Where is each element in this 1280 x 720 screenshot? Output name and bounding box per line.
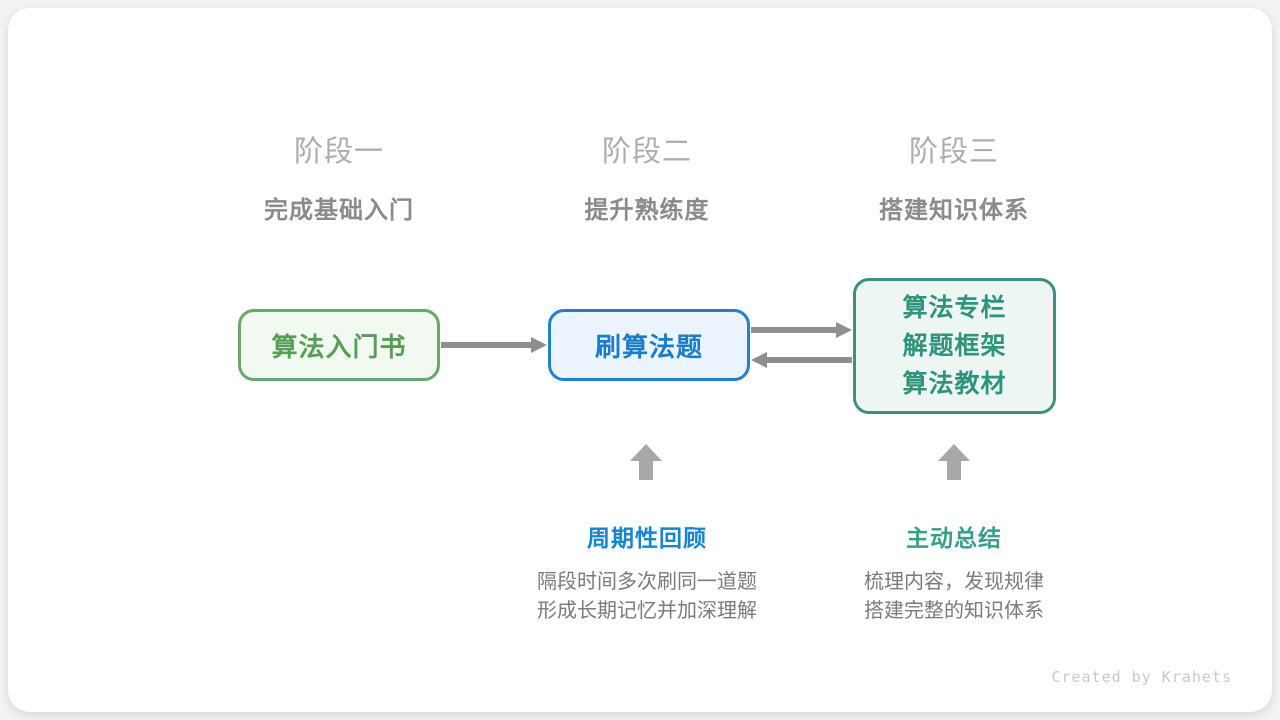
arrow-stem <box>947 461 961 480</box>
stage-3-header: 阶段三 搭建知识体系 <box>804 128 1104 225</box>
desc-line: 梳理内容，发现规律 <box>864 569 1044 593</box>
stage-2-subtitle: 提升熟练度 <box>584 196 710 224</box>
node-knowledge-line-3: 算法教材 <box>902 369 1007 398</box>
arrowhead-up-icon <box>938 444 970 461</box>
arrowhead-up-icon <box>630 444 662 461</box>
stage-3-subtitle: 搭建知识体系 <box>879 196 1029 224</box>
node-intro-book-label: 算法入门书 <box>271 332 407 363</box>
arrow-shaft <box>751 327 836 333</box>
node-knowledge-resources: 算法专栏 解题框架 算法教材 <box>853 278 1056 414</box>
node-practice-problems-label: 刷算法题 <box>594 332 703 363</box>
arrow-shaft <box>767 357 852 363</box>
node-practice-problems: 刷算法题 <box>548 309 750 381</box>
credit-text: Created by Krahets <box>1051 668 1232 686</box>
arrowhead-right-icon <box>836 322 852 338</box>
desc-line: 隔段时间多次刷同一道题 <box>537 569 757 593</box>
node-intro-book: 算法入门书 <box>238 309 440 381</box>
arrow-up-icon <box>938 444 970 480</box>
arrow-up-icon <box>630 444 662 480</box>
arrow-right-icon <box>441 337 547 353</box>
node-knowledge-line-1: 算法专栏 <box>902 293 1007 322</box>
desc-line: 搭建完整的知识体系 <box>864 598 1044 622</box>
arrow-shaft <box>441 342 531 348</box>
arrow-left-icon <box>751 352 852 368</box>
stage-2-title: 阶段二 <box>601 134 692 168</box>
annotation-active-summary-desc: 梳理内容，发现规律 搭建完整的知识体系 <box>784 567 1124 625</box>
arrowhead-left-icon <box>751 352 767 368</box>
desc-line: 形成长期记忆并加深理解 <box>537 598 757 622</box>
node-knowledge-line-2: 解题框架 <box>902 331 1007 360</box>
arrowhead-right-icon <box>531 337 547 353</box>
stage-1-subtitle: 完成基础入门 <box>264 196 414 224</box>
arrow-right-icon <box>751 322 852 338</box>
stage-1-title: 阶段一 <box>293 134 384 168</box>
diagram-card: 阶段一 完成基础入门 阶段二 提升熟练度 阶段三 搭建知识体系 算法入门书 刷算… <box>8 8 1272 712</box>
stage-2-header: 阶段二 提升熟练度 <box>497 128 797 225</box>
stage-3-title: 阶段三 <box>908 134 999 168</box>
annotation-periodic-review-desc: 隔段时间多次刷同一道题 形成长期记忆并加深理解 <box>477 567 817 625</box>
stage-1-header: 阶段一 完成基础入门 <box>189 128 489 225</box>
arrow-stem <box>639 461 653 480</box>
annotation-active-summary-label: 主动总结 <box>906 526 1002 552</box>
annotation-periodic-review-label: 周期性回顾 <box>587 526 707 552</box>
